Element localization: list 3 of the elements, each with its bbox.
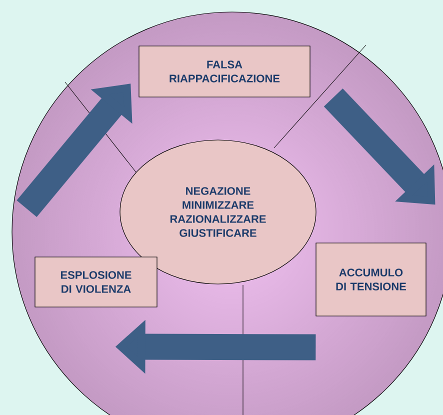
stage-box: ACCUMULO DI TENSIONE xyxy=(316,242,426,316)
stage-box: FALSA RIAPPACIFICAZIONE xyxy=(138,46,310,98)
stage-box: ESPLOSIONE DI VIOLENZA xyxy=(34,256,158,308)
